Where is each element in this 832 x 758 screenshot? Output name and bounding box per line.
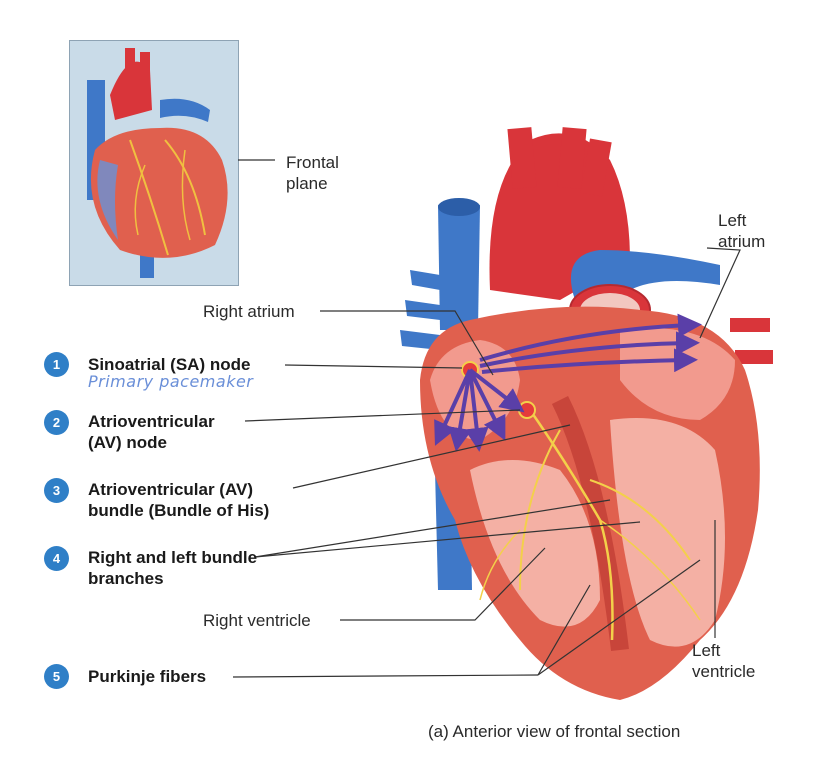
key-label-bundle-branches: Right and left bundle branches: [88, 548, 258, 588]
key-badge-5: 5: [44, 664, 69, 689]
key-label-sa-node: Sinoatrial (SA) node: [88, 355, 251, 374]
signal-arrows: [434, 313, 702, 452]
key-label-purkinje-fibers: Purkinje fibers: [88, 667, 207, 686]
key-label-av-bundle: Atrioventricular (AV) bundle (Bundle of …: [88, 480, 270, 520]
key-badge-1: 1: [44, 352, 69, 377]
key-label-av-node: Atrioventricular (AV) node: [88, 412, 215, 452]
key-badge-2: 2: [44, 410, 69, 435]
key-badge-3: 3: [44, 478, 69, 503]
figure-caption: (a) Anterior view of frontal section: [428, 722, 681, 741]
frontal-plane-label: Frontal plane: [286, 153, 339, 193]
key-badge-4: 4: [44, 546, 69, 571]
right-atrium-label: Right atrium: [203, 302, 295, 321]
right-ventricle-label: Right ventricle: [203, 611, 311, 630]
left-ventricle-label: Left ventricle: [692, 641, 756, 681]
handwritten-note: Primary pacemaker: [88, 372, 254, 391]
left-atrium-label: Left atrium: [718, 211, 766, 251]
